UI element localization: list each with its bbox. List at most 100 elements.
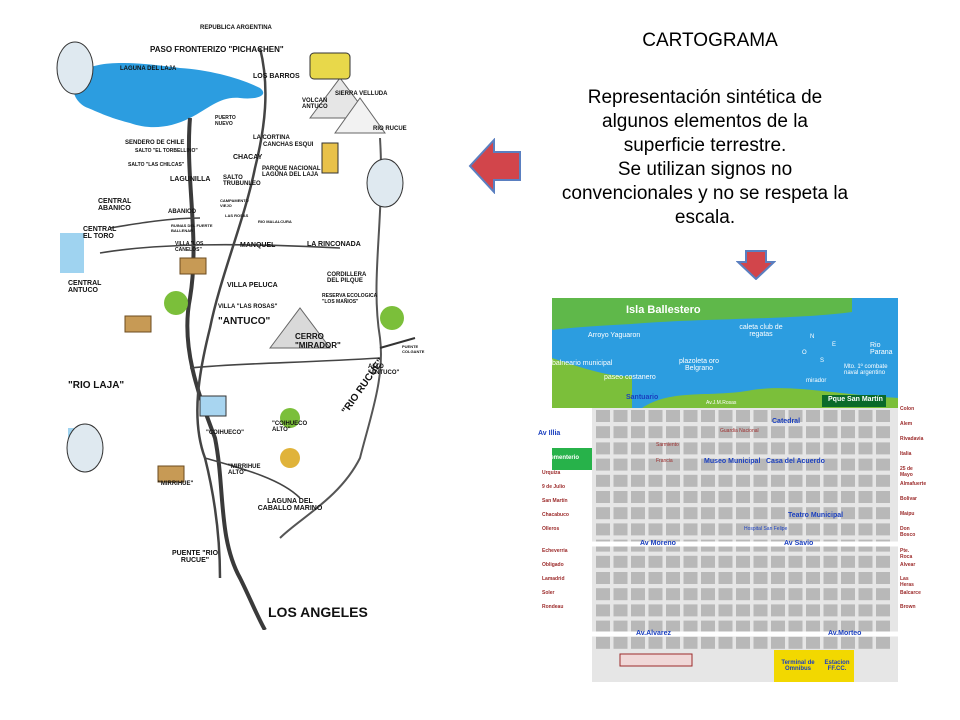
city-block [596, 604, 610, 617]
arrow-down-icon [736, 250, 776, 280]
label-museo: Museo Municipal [704, 458, 761, 465]
city-block [788, 620, 803, 633]
city-block [596, 620, 610, 633]
city-block [753, 620, 768, 633]
city-block [736, 523, 750, 536]
city-block [613, 474, 628, 487]
label-av-morteo: Av.Morteo [828, 630, 862, 637]
city-block [876, 555, 890, 568]
city-block [753, 523, 768, 536]
city-block [736, 604, 750, 617]
city-block [701, 523, 715, 536]
label-los-angeles: LOS ANGELES [268, 604, 368, 620]
city-block [631, 474, 645, 487]
label-lagunilla: LAGUNILLA [170, 176, 211, 183]
city-block [736, 458, 750, 471]
label-campamento: CAMPAMENTO VIEJO [220, 198, 249, 208]
city-block [876, 426, 890, 439]
label-balneario: balneario municipal [552, 360, 613, 367]
city-block [701, 636, 715, 649]
city-block [771, 588, 785, 601]
city-block [666, 588, 680, 601]
city-block [858, 507, 873, 520]
city-block [753, 442, 768, 455]
city-block [613, 555, 628, 568]
label-catedral: Catedral [772, 418, 801, 425]
city-block [631, 572, 645, 584]
label-puente-colgante: PUENTE COLGANTE [402, 344, 425, 354]
city-block [613, 410, 628, 422]
city-block [666, 474, 680, 487]
city-block [788, 410, 803, 422]
description-line: Representación sintética de [587, 87, 823, 108]
label-ruinas: RUINAS DEL FUERTE BALLENAR [171, 223, 213, 233]
city-block [613, 507, 628, 520]
city-block [753, 458, 768, 471]
label-central-antuco: CENTRAL ANTUCO [68, 280, 102, 294]
city-block [841, 474, 855, 487]
city-block [718, 572, 733, 584]
city-block [631, 636, 645, 649]
city-block [823, 491, 838, 503]
city-block [858, 588, 873, 601]
city-block [788, 588, 803, 601]
city-block [858, 604, 873, 617]
label-laguna-laja: LAGUNA DEL LAJA [120, 66, 177, 72]
city-block [876, 572, 890, 584]
city-block [631, 410, 645, 422]
city-block [876, 588, 890, 601]
city-block [718, 410, 733, 422]
city-block [823, 572, 838, 584]
left-street-label: Soler [542, 590, 555, 596]
pque-san-martin [822, 395, 886, 407]
city-block [876, 523, 890, 536]
label-reserva: RESERVA ECOLOGICA "LOS MAÑIOS" [322, 293, 378, 305]
city-block [858, 491, 873, 503]
house-icon [157, 465, 185, 483]
city-block [701, 410, 715, 422]
city-block [788, 491, 803, 503]
city-block [841, 604, 855, 617]
city-block [823, 588, 838, 601]
city-block [631, 426, 645, 439]
city-block [666, 507, 680, 520]
city-block [858, 572, 873, 584]
city-block [736, 474, 750, 487]
city-block [683, 458, 698, 471]
city-block [806, 426, 820, 439]
right-street-label: Balcarce [900, 590, 921, 596]
city-block [683, 588, 698, 601]
label-torbellino: SALTO "EL TORBELLINO" [135, 148, 198, 154]
city-block [858, 636, 873, 649]
label-arroyo: Arroyo Yaguaron [588, 332, 641, 339]
cartogram-drawing [56, 41, 416, 632]
city-block [701, 474, 715, 487]
road-branch-1 [99, 243, 341, 254]
city-block [858, 523, 873, 536]
right-street-label: Almafuerte [900, 481, 927, 487]
city-block [806, 507, 820, 520]
label-central-toro: CENTRAL EL TORO [83, 226, 117, 240]
city-block [683, 620, 698, 633]
city-block [613, 604, 628, 617]
city-block [806, 636, 820, 649]
city-block [683, 474, 698, 487]
city-block [788, 507, 803, 520]
city-block [823, 555, 838, 568]
label-canchas: CANCHAS ESQUI [263, 142, 314, 148]
left-street-label: Lamadrid [542, 576, 565, 582]
left-street-label: Obligado [542, 562, 564, 568]
cementerio-block [552, 448, 592, 470]
page-title: CARTOGRAMA [642, 30, 778, 51]
city-block [683, 555, 698, 568]
city-block [788, 442, 803, 455]
label-combate: Mto. 1º combate naval argentino [844, 364, 888, 376]
city-block [753, 507, 768, 520]
right-street-label: Las Heras [900, 576, 914, 588]
arrow-left-icon [468, 138, 521, 194]
label-mirrihue: "MIRRIHUE" [158, 481, 194, 487]
label-isla: Isla Ballestero [626, 304, 701, 316]
city-block [771, 442, 785, 455]
isla-ballestero [552, 298, 852, 330]
label-rio-parana: Rio Parana [870, 342, 893, 356]
